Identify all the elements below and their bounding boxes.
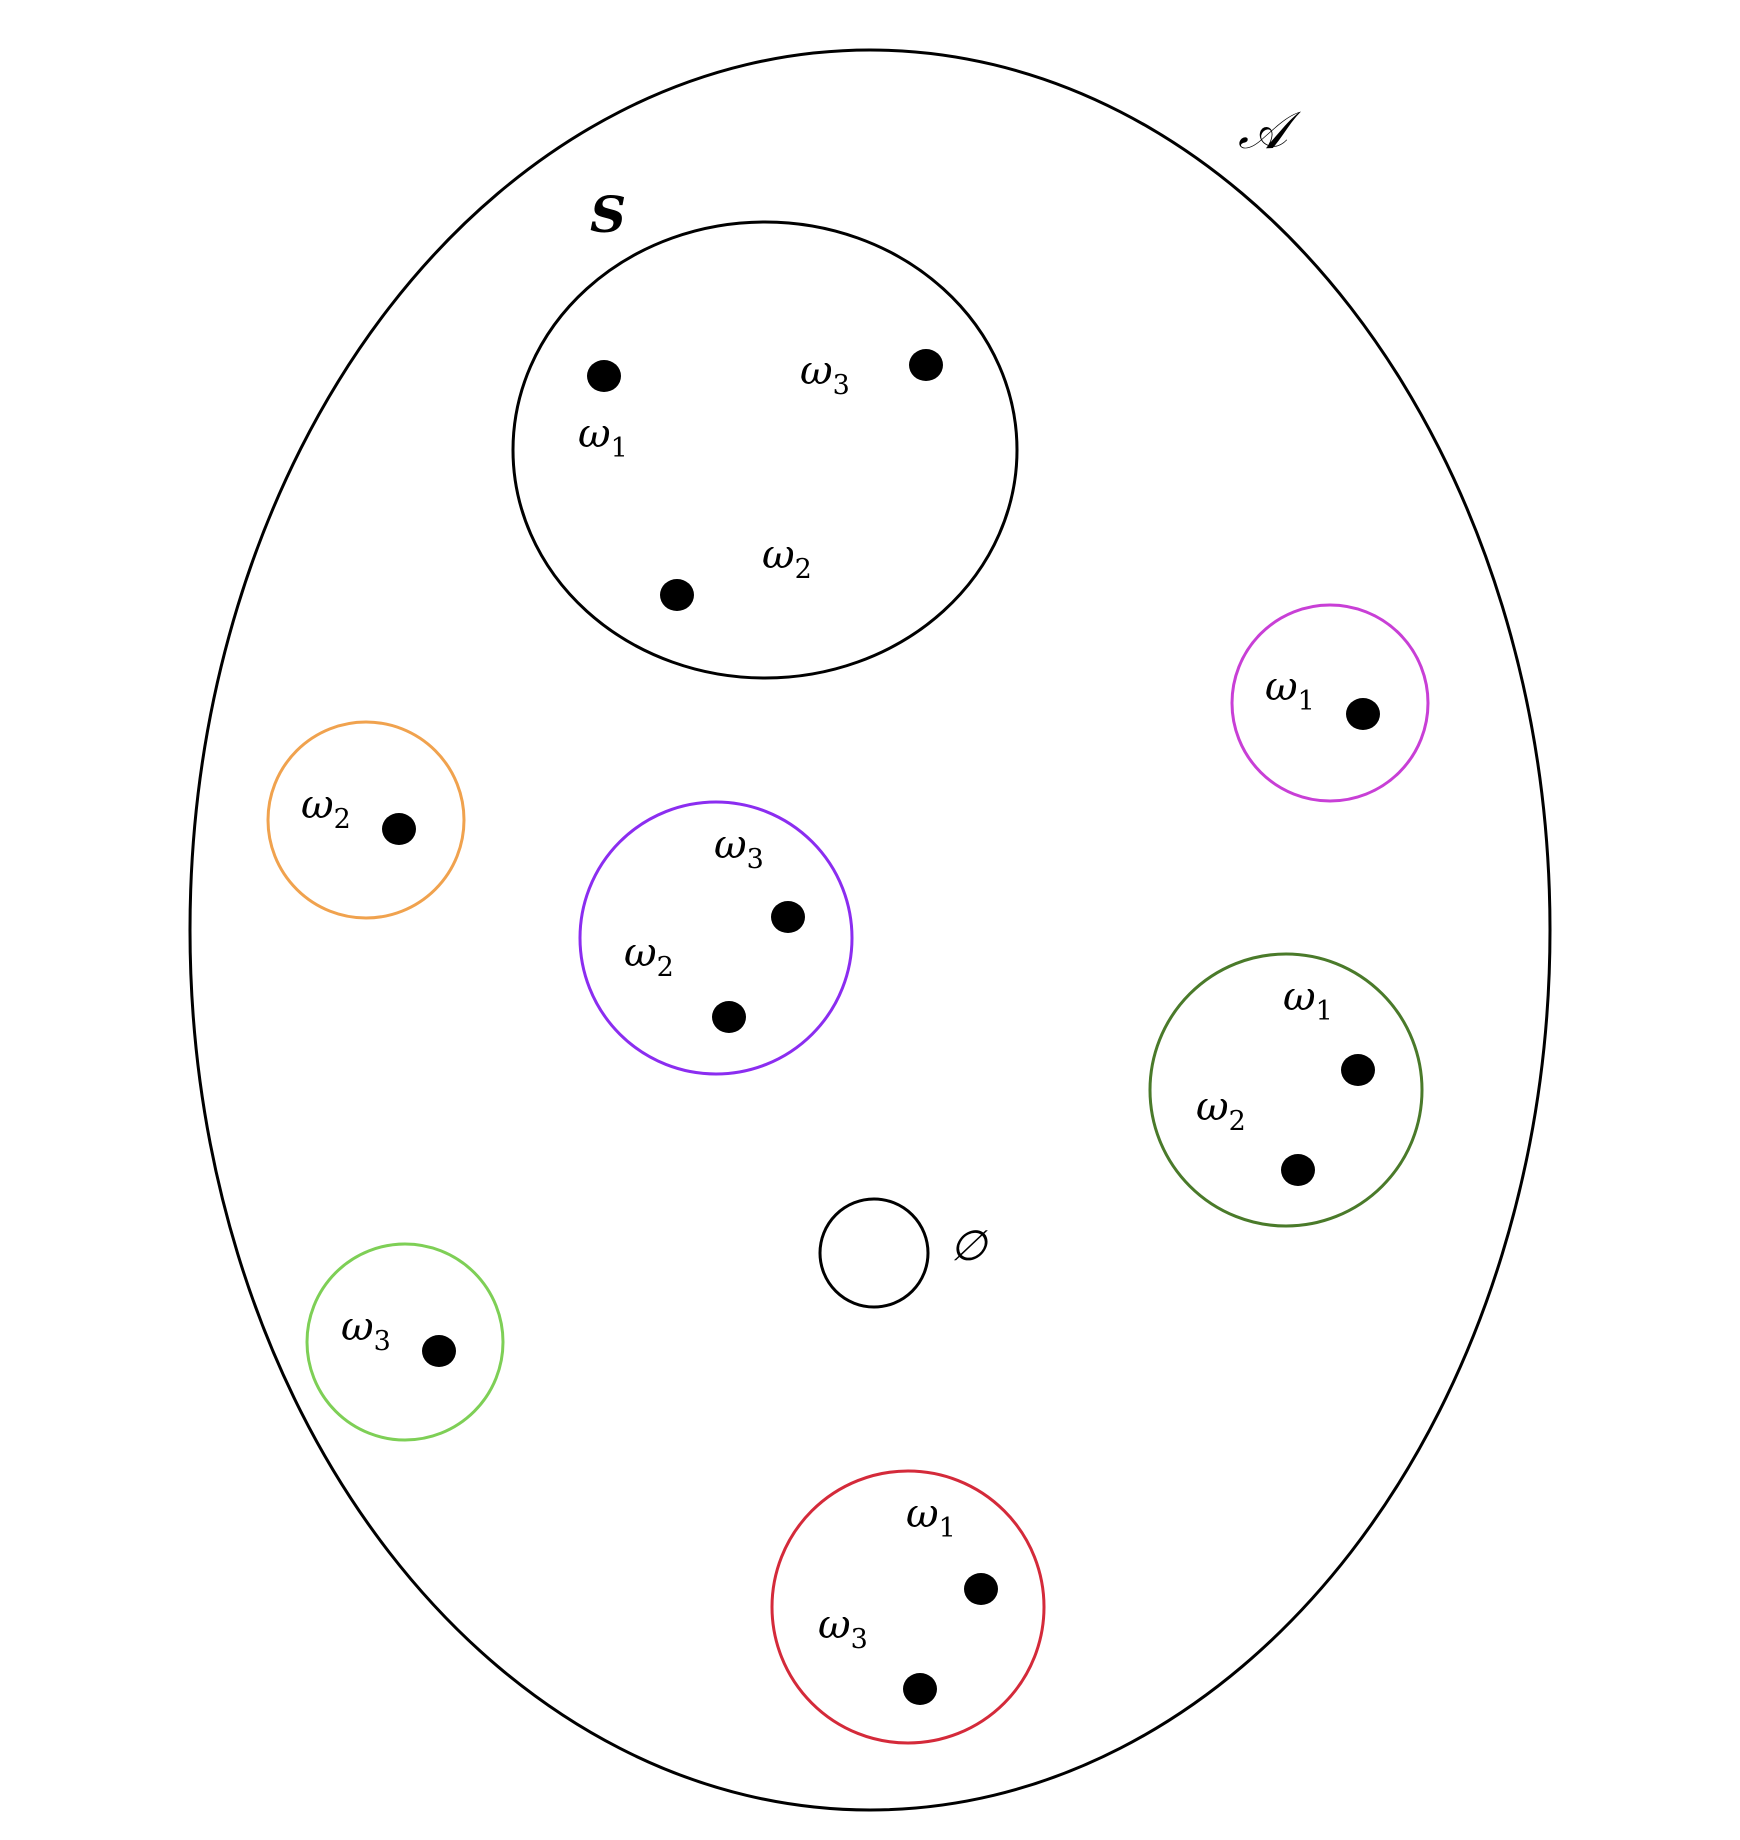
- sample-space-points: ω1 ω3 ω2: [578, 348, 943, 611]
- point-label: ω3: [714, 822, 764, 875]
- point-dot: [909, 349, 943, 381]
- subset-omega2-omega3: ω3 ω2: [578, 800, 854, 1076]
- subset-circle: [266, 720, 466, 920]
- sample-space-label: S: [590, 185, 626, 244]
- sample-space-ellipse: [511, 220, 1019, 680]
- empty-set-circle: [818, 1197, 930, 1309]
- point-dot: [1281, 1154, 1315, 1186]
- point-label: ω1: [1265, 664, 1315, 717]
- subset-omega3: ω3: [305, 1242, 505, 1442]
- point-label: ω1: [578, 411, 628, 464]
- subset-circle: [770, 1469, 1046, 1745]
- point-label: ω3: [800, 348, 850, 401]
- subset-circle: [1148, 952, 1424, 1228]
- point-label: ω3: [818, 1602, 868, 1655]
- subset-omega1-omega2: ω1 ω2: [1148, 952, 1424, 1228]
- subset-omega1-omega3: ω1 ω3: [770, 1469, 1046, 1745]
- point-dot: [1341, 1054, 1375, 1086]
- point-dot: [422, 1335, 456, 1367]
- subset-circle: [578, 800, 854, 1076]
- subset-circle: [1230, 603, 1430, 803]
- subset-omega1: ω1: [1230, 603, 1430, 803]
- point-dot: [964, 1573, 998, 1605]
- point-label: ω2: [301, 782, 351, 835]
- point-label: ω1: [906, 1491, 956, 1544]
- point-label: ω2: [1196, 1084, 1246, 1137]
- point-label: ω2: [624, 930, 674, 983]
- point-dot: [712, 1001, 746, 1033]
- point-label: ω2: [762, 532, 812, 585]
- point-dot: [1346, 698, 1380, 730]
- universe-ellipse: [188, 48, 1552, 1812]
- point-dot: [660, 579, 694, 611]
- empty-set: ∅: [818, 1197, 989, 1309]
- subset-omega2: ω2: [266, 720, 466, 920]
- point-label: ω1: [1283, 974, 1333, 1027]
- point-dot: [771, 901, 805, 933]
- subset-circle: [305, 1242, 505, 1442]
- empty-set-label: ∅: [950, 1221, 989, 1270]
- point-dot: [903, 1673, 937, 1705]
- universe-label: 𝒜: [1238, 101, 1302, 161]
- point-dot: [587, 360, 621, 392]
- point-label: ω3: [341, 1304, 391, 1357]
- point-dot: [382, 813, 416, 845]
